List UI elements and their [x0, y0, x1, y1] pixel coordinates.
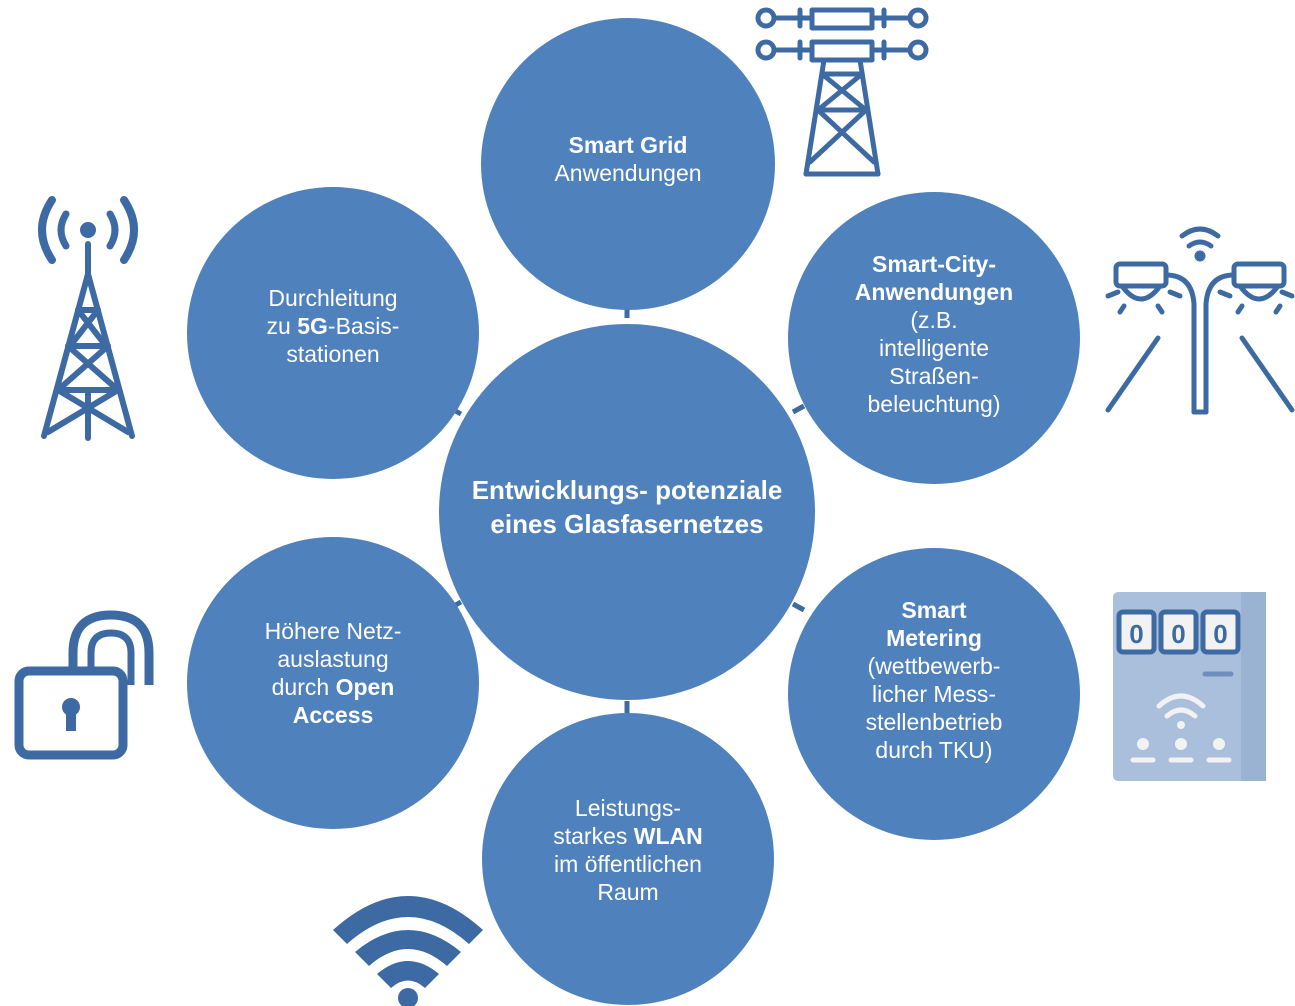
node-smart-city-label-line-4: intelligente — [855, 334, 1013, 362]
text-segment: stellenbetrieb — [865, 709, 1003, 735]
text-segment: Anwendungen — [854, 279, 1014, 305]
text-segment: durch — [271, 674, 336, 700]
text-segment: starkes — [553, 823, 634, 849]
text-segment: durch TKU) — [875, 737, 993, 763]
node-smart-city-label-line-3: (z.B. — [855, 306, 1013, 334]
text-segment: zu — [266, 312, 298, 339]
text-segment: Access — [292, 702, 374, 728]
text-segment: (wettbewerb- — [867, 653, 1001, 679]
center-label: Entwicklungs- potenziale eines Glasfaser… — [439, 473, 815, 541]
text-segment: Raum — [597, 879, 659, 905]
street-light-icon — [1105, 226, 1295, 415]
text-segment: auslastung — [277, 646, 389, 672]
node-wlan-label-line-1: Leistungs- — [553, 794, 703, 822]
node-five-g-label-line-3: stationen — [267, 340, 400, 368]
node-open-access-label-line-1: Höhere Netz- — [265, 617, 402, 645]
center-node: Entwicklungs- potenziale eines Glasfaser… — [439, 324, 815, 700]
node-wlan-label-line-2: starkes WLAN — [553, 822, 703, 850]
text-segment: Metering — [886, 625, 982, 651]
node-five-g-label-line-1: Durchleitung — [267, 284, 400, 312]
center-label-line-1: Entwicklungs- — [471, 475, 648, 505]
connector-smart-city — [791, 403, 806, 415]
center-label-line-2: potenziale eines — [490, 475, 783, 539]
node-smart-metering-label-line-2: Metering — [866, 624, 1003, 652]
node-open-access-label-line-2: auslastung — [265, 645, 402, 673]
text-segment: stationen — [286, 340, 380, 367]
text-segment: Höhere Netz- — [264, 618, 402, 644]
text-segment: WLAN — [633, 823, 703, 849]
text-segment: Anwendungen — [554, 160, 702, 186]
text-segment: Durchleitung — [268, 284, 398, 311]
node-smart-city-label-line-6: beleuchtung) — [855, 390, 1013, 418]
center-label-line-3: Glasfasernetzes — [564, 509, 764, 539]
meter-display: 0 0 0 — [1116, 609, 1241, 655]
open-padlock-icon — [14, 610, 154, 760]
node-smart-metering-label-line-1: Smart — [866, 596, 1003, 624]
node-wlan-label-line-3: im öffentlichen — [553, 850, 703, 878]
node-wlan-label-line-4: Raum — [553, 878, 703, 906]
wifi-icon — [333, 896, 483, 1006]
text-segment: Smart-City- — [872, 251, 996, 277]
meter-digit-2: 0 — [1171, 619, 1185, 649]
node-smart-metering-label-line-3: (wettbewerb- — [866, 652, 1003, 680]
meter-digit-1: 0 — [1129, 619, 1143, 649]
node-five-g-label-line-2: zu 5G-Basis- — [267, 312, 400, 340]
connector-smart-metering — [791, 601, 806, 613]
power-tower-icon — [755, 7, 929, 177]
text-segment: 5G — [297, 312, 328, 339]
node-smart-grid-label-line-2: Anwendungen — [554, 159, 701, 187]
text-segment: -Basis- — [327, 312, 400, 339]
text-segment: im öffentlichen — [554, 851, 702, 877]
node-open-access-label-line-3: durch Open — [265, 673, 402, 701]
text-segment: Leistungs- — [574, 795, 682, 821]
node-smart-grid-label-line-1: Smart Grid — [554, 131, 701, 159]
text-segment: (z.B. — [910, 307, 958, 333]
text-segment: Smart Grid — [568, 132, 688, 158]
node-open-access-label-line-4: Access — [265, 701, 402, 729]
smart-meter-icon: 0 0 0 — [1113, 592, 1266, 781]
meter-digit-3: 0 — [1213, 619, 1227, 649]
text-segment: Smart — [901, 597, 967, 623]
text-segment: licher Mess- — [872, 681, 996, 707]
text-segment: Open — [335, 674, 395, 700]
node-smart-metering-label-line-4: licher Mess- — [866, 680, 1003, 708]
node-smart-metering-label-line-5: stellenbetrieb — [866, 708, 1003, 736]
node-smart-city-label-line-1: Smart-City- — [855, 250, 1013, 278]
node-smart-city-label-line-5: Straßen- — [855, 362, 1013, 390]
radio-tower-icon — [38, 196, 138, 441]
node-smart-city-label-line-2: Anwendungen — [855, 278, 1013, 306]
node-smart-metering-label-line-6: durch TKU) — [866, 736, 1003, 764]
text-segment: Straßen- — [889, 363, 979, 389]
text-segment: intelligente — [879, 335, 989, 361]
text-segment: beleuchtung) — [867, 391, 1001, 417]
